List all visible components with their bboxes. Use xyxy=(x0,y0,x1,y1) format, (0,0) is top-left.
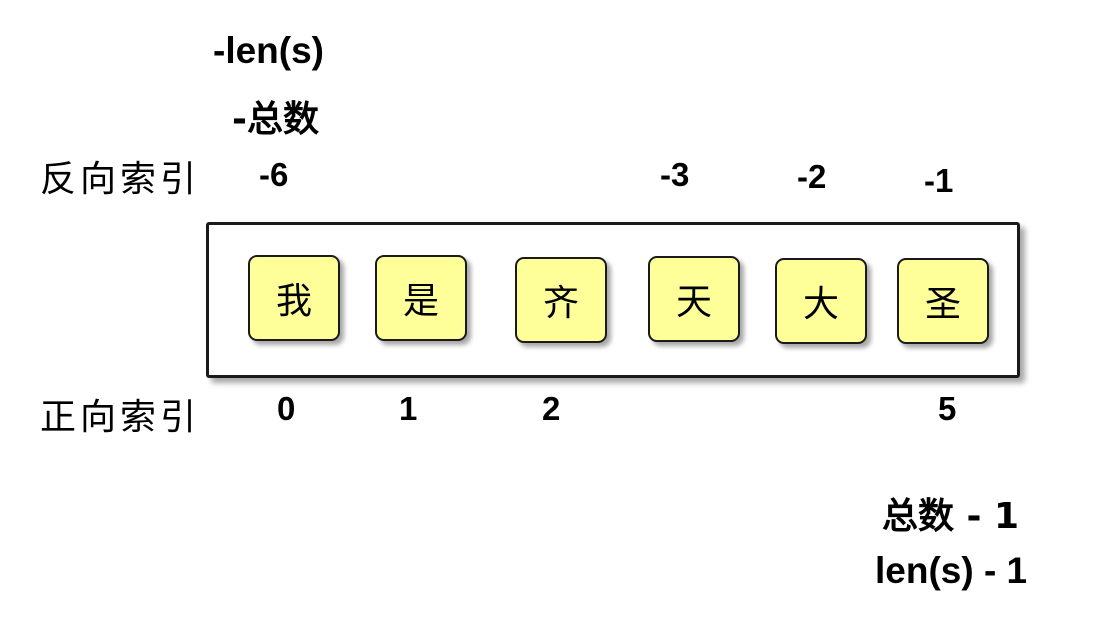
char-text: 齐 xyxy=(542,283,579,324)
reverse-index-value: -6 xyxy=(259,156,289,193)
string-container xyxy=(206,222,1020,378)
reverse-index-label: 反向索引 xyxy=(40,159,201,200)
total-minus-one-label: 总数 - 1 xyxy=(882,496,1020,537)
char-text: 是 xyxy=(402,281,439,322)
total-negative-label: -总数 xyxy=(232,99,319,140)
char-box: 是 xyxy=(375,255,467,341)
char-box: 圣 xyxy=(897,258,989,344)
char-box: 大 xyxy=(775,258,867,344)
forward-index-label: 正向索引 xyxy=(40,397,201,438)
char-text: 圣 xyxy=(924,284,961,325)
reverse-index-value: -3 xyxy=(660,156,690,193)
char-text: 我 xyxy=(275,281,312,322)
reverse-index-value: -1 xyxy=(924,162,954,199)
char-text: 大 xyxy=(802,284,839,325)
len-negative-label: -len(s) xyxy=(213,30,324,71)
char-box: 天 xyxy=(648,256,740,342)
len-minus-one-label: len(s) - 1 xyxy=(875,550,1028,591)
reverse-index-value: -2 xyxy=(797,158,827,195)
forward-index-value: 0 xyxy=(277,390,296,427)
char-text: 天 xyxy=(675,282,712,323)
forward-index-value: 1 xyxy=(399,390,418,427)
char-box: 我 xyxy=(248,255,340,341)
forward-index-value: 5 xyxy=(938,390,957,427)
char-box: 齐 xyxy=(515,257,607,343)
forward-index-value: 2 xyxy=(542,390,561,427)
